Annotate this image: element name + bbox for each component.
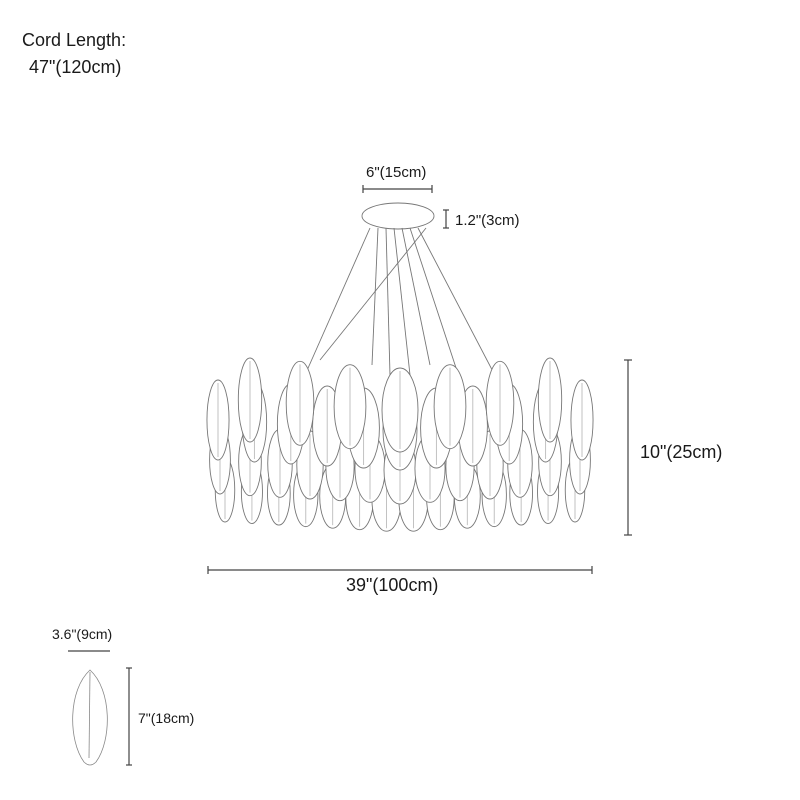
fixture-height-label: 10"(25cm): [640, 442, 723, 462]
cord: [401, 227, 431, 366]
cord: [393, 227, 411, 376]
canopy-diameter-label: 6"(15cm): [366, 164, 427, 181]
cord-length-label: Cord Length:: [22, 30, 127, 50]
canopy-height-label: 1.2"(3cm): [455, 212, 520, 229]
feather-width-label: 3.6"(9cm): [52, 626, 113, 642]
fixture-width-label: 39"(100cm): [346, 575, 439, 595]
cord: [371, 227, 379, 366]
single-feather: [72, 669, 108, 766]
cord: [417, 227, 501, 386]
cord: [409, 227, 461, 381]
cord: [319, 227, 427, 361]
cord: [304, 227, 371, 376]
cord-length-value: 47"(120cm): [29, 57, 122, 77]
canopy: [361, 202, 435, 230]
cord: [385, 227, 391, 376]
feather-height-label: 7"(18cm): [138, 710, 195, 726]
